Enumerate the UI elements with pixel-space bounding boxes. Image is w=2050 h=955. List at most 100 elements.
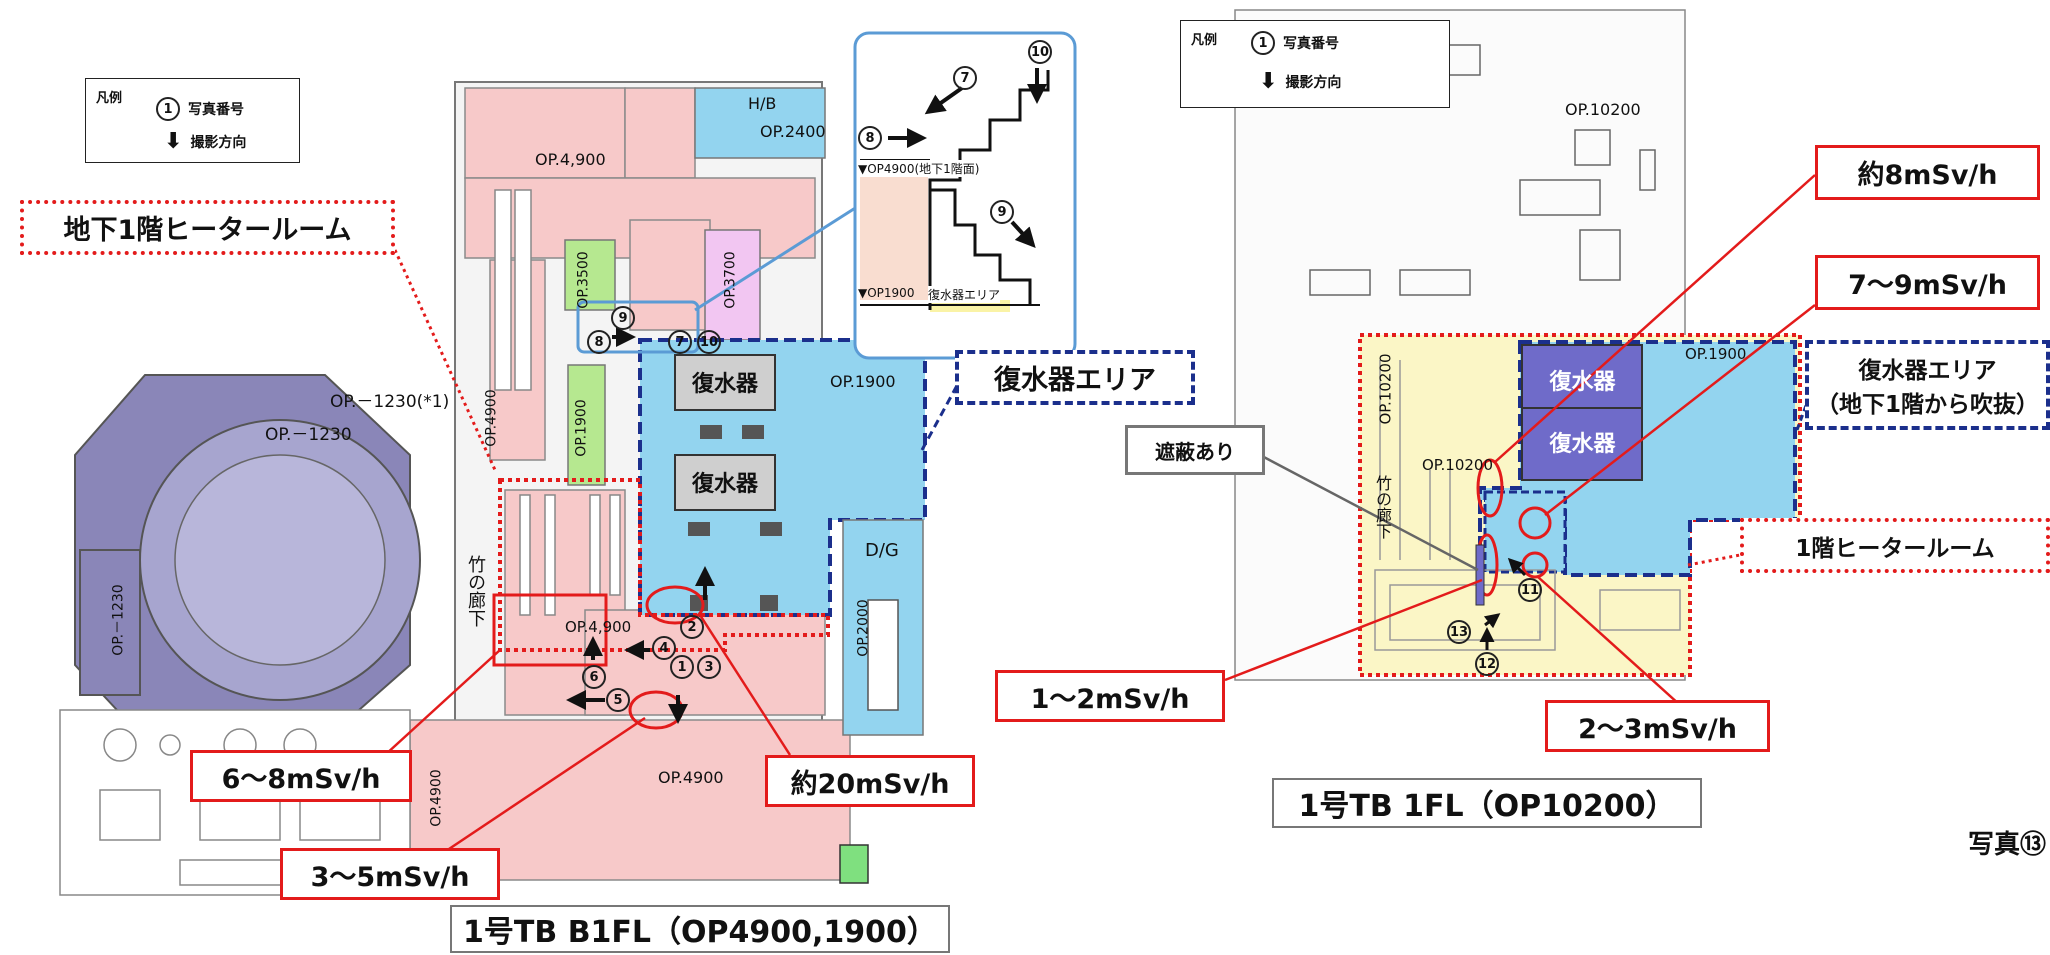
- photo-marker-8: 8: [587, 330, 611, 354]
- left-legend: 凡例 1 写真番号 ⬇ 撮影方向: [85, 78, 300, 163]
- op4900-bottom-label: OP.4900: [658, 768, 724, 787]
- condenser-1-box: [674, 354, 776, 411]
- right-plan-title: 1号TB 1FL（OP10200）: [1272, 778, 1702, 828]
- left-hatched-blocks: [688, 425, 782, 611]
- r-legend-title: 凡例: [1191, 33, 1218, 48]
- r-op1900-label: OP.1900: [1685, 345, 1747, 363]
- condenser-2-box: [674, 454, 776, 511]
- left-photo-arrows: [566, 327, 715, 724]
- inset-marker-7: 7: [953, 66, 977, 90]
- inset-marker-9: 9: [990, 200, 1014, 224]
- photo-caption: 写真⑬: [1967, 830, 2046, 860]
- op2400-label: OP.2400: [760, 122, 826, 141]
- zone-6-8: [492, 593, 608, 667]
- op-1230-side-label: OP.－1230: [110, 584, 127, 656]
- left-leader-lines: [384, 614, 792, 857]
- inset-area-label: 復水器エリア: [928, 286, 1001, 303]
- photo-marker-6: 6: [582, 665, 606, 689]
- op4900-corridor-label: OP.4900: [483, 389, 500, 447]
- legend-title: 凡例: [96, 91, 123, 106]
- left-plan-title: 1号TB B1FL（OP4900,1900）: [450, 905, 950, 953]
- photo-marker-9: 9: [611, 306, 635, 330]
- hb-label: H/B: [748, 94, 777, 113]
- r-dose-callout-8: 約8mSv/h: [1815, 145, 2040, 200]
- op3700-label: OP.3700: [722, 251, 739, 309]
- legend-arrow-icon: ⬇: [164, 129, 183, 154]
- right-leader-lines: [1224, 174, 1816, 706]
- op1900-green-room: [567, 364, 606, 486]
- inset-upper-floor: [860, 160, 928, 300]
- dg-engine: [867, 599, 899, 711]
- condenser-label-2: 復水器: [691, 472, 758, 497]
- photo-marker-1: 1: [670, 655, 694, 679]
- reactor-building: [74, 374, 421, 741]
- r-dose-callout-2-3: 2〜3mSv/h: [1545, 700, 1770, 752]
- shield-wall: [1475, 544, 1485, 606]
- r-condenser-area-callout: 復水器エリア （地下1階から吹抜）: [1805, 340, 2050, 430]
- r-legend-arrow-icon: ⬇: [1259, 69, 1278, 94]
- shield-leader: [1259, 453, 1479, 572]
- op-1230-star-label: OP.－1230(*1): [330, 392, 450, 412]
- condenser-leader: [920, 379, 962, 451]
- r-op10200-vertical-label: OP.10200: [1376, 353, 1395, 425]
- r-heater-room-callout: 1階ヒータールーム: [1740, 518, 2050, 573]
- left-corridor-label: 竹の廊下: [465, 555, 486, 627]
- heater-tubes: [494, 189, 621, 616]
- inset-source-box: [576, 300, 700, 354]
- dose-callout-6-8: 6〜8mSv/h: [190, 750, 412, 802]
- photo-marker-4: 4: [652, 636, 676, 660]
- shield-callout: 遮蔽あり: [1125, 425, 1265, 475]
- inset-upper-level-label: ▼OP4900(地下1階面): [858, 160, 980, 177]
- op4900-top-label: OP.4,900: [535, 150, 606, 169]
- right-legend: 凡例 1 写真番号 ⬇ 撮影方向: [1180, 20, 1450, 108]
- photo-marker-13: 13: [1447, 620, 1471, 644]
- left-dotted-leaders: [393, 249, 497, 471]
- photo-marker-10: 10: [697, 330, 721, 354]
- inset-arrow-9: [1010, 220, 1036, 248]
- r-condenser-leader: [1795, 399, 1810, 431]
- dose-callout-3-5: 3〜5mSv/h: [280, 848, 500, 900]
- legend-number-marker: 1: [156, 97, 180, 121]
- inset-lower-level-label: ▼OP1900: [858, 286, 915, 300]
- condenser-label-1: 復水器: [691, 372, 758, 397]
- r-condenser-area-line2: （地下1階から吹抜）: [1815, 392, 2039, 418]
- r-legend-number-marker: 1: [1251, 31, 1275, 55]
- left-condenser-area-callout: 復水器エリア: [955, 350, 1195, 405]
- left-heater-room-callout: 地下1階ヒータールーム: [20, 200, 395, 255]
- photo-marker-7: 7: [668, 330, 692, 354]
- r-dose-callout-1-2: 1〜2mSv/h: [995, 670, 1225, 722]
- op3500-label: OP.3500: [575, 251, 592, 309]
- right-photo-arrows: [1479, 557, 1527, 650]
- inset-marker-8: 8: [858, 126, 882, 150]
- r-condenser-area-line1: 復水器エリア: [1858, 358, 1997, 384]
- photo-marker-12: 12: [1475, 652, 1499, 676]
- green-marker: [839, 844, 869, 884]
- inset-lower-stairs: [930, 188, 1032, 305]
- dose-callout-20: 約20mSv/h: [765, 755, 975, 807]
- op4900-heater-label: OP.4,900: [565, 618, 632, 636]
- legend-direction-label: 撮影方向: [190, 134, 247, 151]
- photo-marker-5: 5: [606, 688, 630, 712]
- r-legend-photo-label: 写真番号: [1283, 36, 1339, 52]
- r-legend-direction-label: 撮影方向: [1285, 74, 1342, 91]
- op4900-bottom-vertical-label: OP.4900: [428, 769, 445, 827]
- photo-marker-11: 11: [1518, 578, 1542, 602]
- op3500-room: [564, 239, 616, 311]
- inset-marker-10: 10: [1028, 40, 1052, 64]
- inset-connector: [694, 203, 861, 312]
- r-corridor-label: 竹の廊下: [1373, 475, 1392, 539]
- r-dose-callout-7-9: 7〜9mSv/h: [1815, 255, 2040, 310]
- r-condenser-label-1: 復水器: [1549, 370, 1616, 395]
- r-condenser-label-2: 復水器: [1549, 432, 1616, 457]
- inset-arrow-7: [924, 86, 964, 115]
- r-zone-8: [1476, 458, 1504, 518]
- r-zone-7-9: [1518, 506, 1552, 540]
- legend-photo-label: 写真番号: [188, 102, 244, 118]
- op2000-label: OP.2000: [855, 599, 872, 657]
- op-1230-label: OP.－1230: [265, 425, 352, 445]
- hb-room: [694, 87, 826, 159]
- r-op10200-mid-label: OP.10200: [1422, 456, 1494, 474]
- r-heater-leader: [1687, 553, 1741, 567]
